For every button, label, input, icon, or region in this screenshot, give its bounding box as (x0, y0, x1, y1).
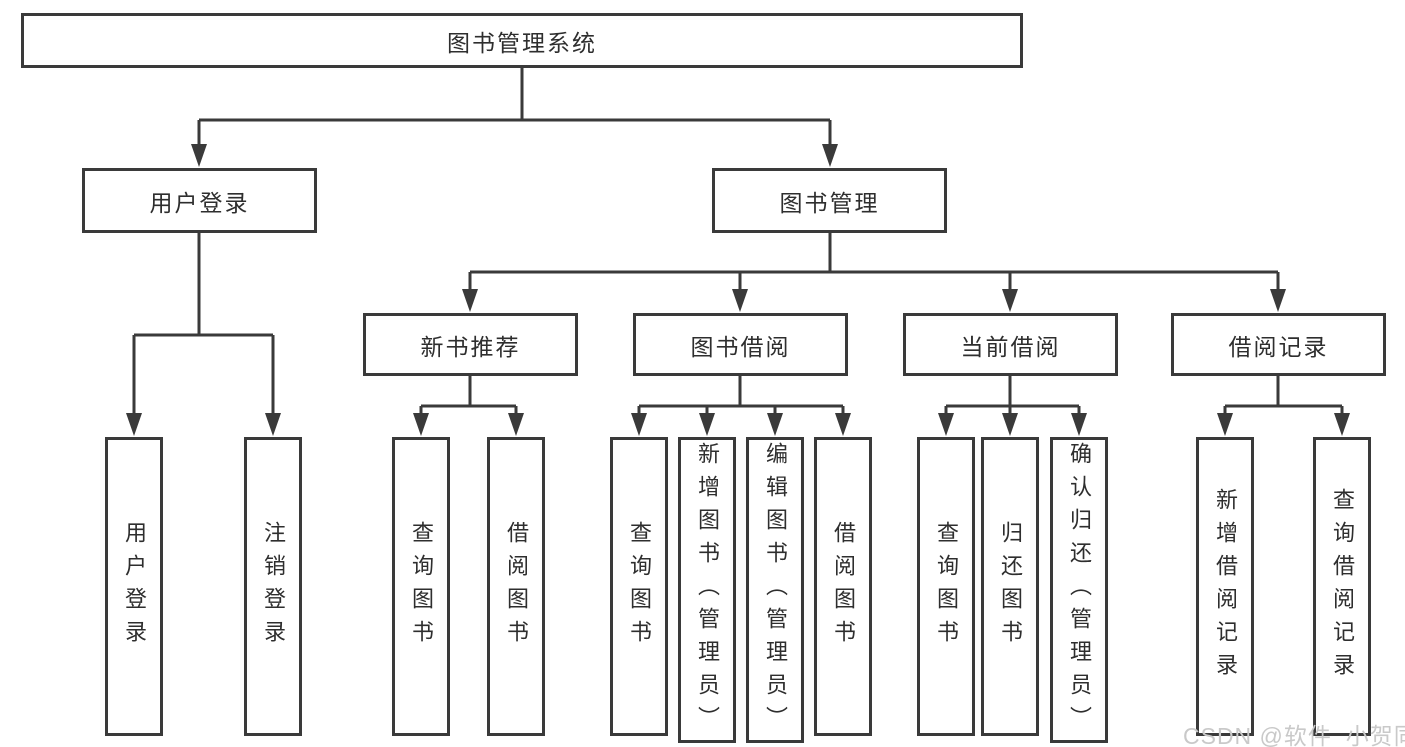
leaf-confirm-return-admin: 确认归还（管理员） (1050, 437, 1108, 743)
leaf-label: 借阅图书 (504, 520, 529, 653)
connector-book-management-to-level3 (462, 233, 1286, 312)
leaf-label: 确认归还（管理员） (1067, 441, 1092, 739)
node-label: 图书借阅 (690, 333, 791, 360)
arrow-down-icon (822, 144, 838, 167)
leaf-label: 注销登录 (261, 520, 286, 653)
leaf-label: 新增借阅记录 (1213, 487, 1238, 686)
node-book-borrow: 图书借阅 (633, 313, 848, 376)
arrow-down-icon (938, 413, 954, 436)
connector-current-borrow-to-leaves (938, 376, 1087, 436)
arrow-down-icon (835, 413, 851, 436)
arrow-down-icon (126, 413, 142, 436)
leaf-query-borrow-record: 查询借阅记录 (1313, 437, 1371, 736)
leaf-label: 查询图书 (934, 520, 959, 653)
leaf-label: 新增图书（管理员） (695, 441, 720, 739)
arrow-down-icon (413, 413, 429, 436)
node-new-book-recommend: 新书推荐 (363, 313, 578, 376)
node-library-management-system: 图书管理系统 (21, 13, 1023, 68)
leaf-add-books-admin: 新增图书（管理员） (678, 437, 736, 743)
node-borrow-records: 借阅记录 (1171, 313, 1386, 376)
leaf-label: 查询图书 (409, 520, 434, 653)
leaf-add-borrow-record: 新增借阅记录 (1196, 437, 1254, 736)
leaf-label: 编辑图书（管理员） (763, 441, 788, 739)
leaf-label: 归还图书 (998, 520, 1023, 653)
leaf-label: 查询图书 (627, 520, 652, 653)
leaf-borrow-books: 借阅图书 (814, 437, 872, 736)
arrow-down-icon (699, 413, 715, 436)
connector-new-book-to-leaves (413, 376, 524, 436)
node-current-borrow: 当前借阅 (903, 313, 1118, 376)
leaf-logout: 注销登录 (244, 437, 302, 736)
node-book-management: 图书管理 (712, 168, 947, 233)
arrow-down-icon (265, 413, 281, 436)
node-label: 图书管理系统 (447, 29, 597, 56)
leaf-query-books-recommend: 查询图书 (392, 437, 450, 736)
arrow-down-icon (1071, 413, 1087, 436)
node-label: 用户登录 (149, 189, 250, 216)
leaf-label: 查询借阅记录 (1330, 487, 1355, 686)
arrow-down-icon (631, 413, 647, 436)
arrow-down-icon (191, 144, 207, 167)
connector-book-borrow-to-leaves (631, 376, 851, 436)
arrow-down-icon (1217, 413, 1233, 436)
node-label: 图书管理 (779, 189, 880, 216)
node-label: 借阅记录 (1228, 333, 1329, 360)
arrow-down-icon (508, 413, 524, 436)
leaf-label: 用户登录 (122, 520, 147, 653)
connector-root-to-level2 (191, 68, 838, 167)
node-label: 当前借阅 (960, 333, 1061, 360)
node-user-login: 用户登录 (82, 168, 317, 233)
leaf-label: 借阅图书 (831, 520, 856, 653)
connector-user-login-to-leaves (126, 233, 281, 436)
arrow-down-icon (1002, 289, 1018, 312)
leaf-query-books-borrow: 查询图书 (610, 437, 668, 736)
node-label: 新书推荐 (420, 333, 521, 360)
connector-borrow-records-to-leaves (1217, 376, 1350, 436)
arrow-down-icon (1334, 413, 1350, 436)
arrow-down-icon (462, 289, 478, 312)
arrow-down-icon (767, 413, 783, 436)
leaf-return-books: 归还图书 (981, 437, 1039, 736)
arrow-down-icon (732, 289, 748, 312)
leaf-borrow-books-recommend: 借阅图书 (487, 437, 545, 736)
leaf-query-books-current: 查询图书 (917, 437, 975, 736)
leaf-edit-books-admin: 编辑图书（管理员） (746, 437, 804, 743)
arrow-down-icon (1002, 413, 1018, 436)
leaf-user-login: 用户登录 (105, 437, 163, 736)
csdn-watermark: CSDN @软件_小贺同学 (1183, 723, 1405, 747)
arrow-down-icon (1270, 289, 1286, 312)
